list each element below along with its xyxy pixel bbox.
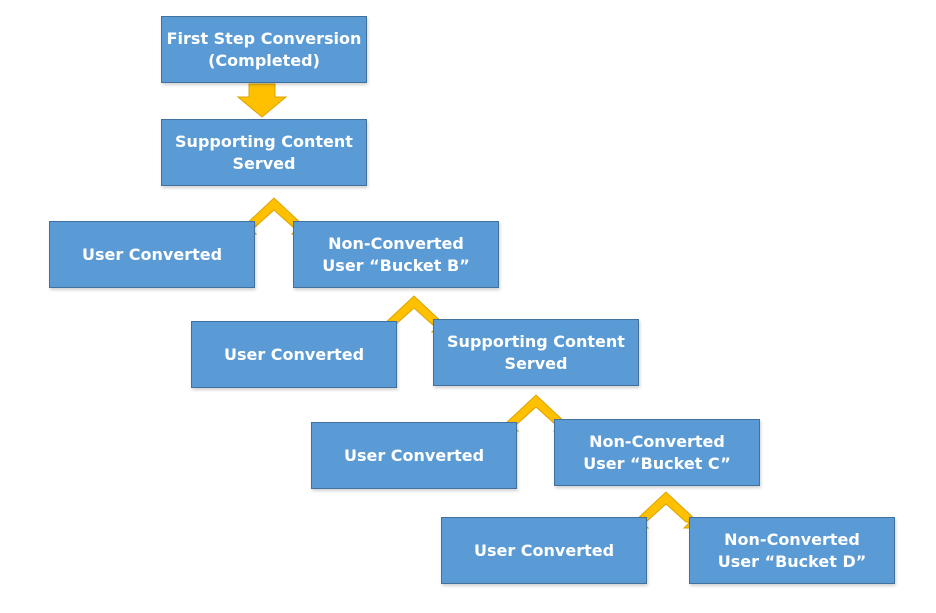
down-arrow xyxy=(236,83,288,118)
user-converted-3-label: User Converted xyxy=(343,445,485,465)
bucket-d-box: Non-Converted User “Bucket D” xyxy=(689,517,895,584)
user-converted-2-label: User Converted xyxy=(223,344,365,364)
first-step-line2: (Completed) xyxy=(208,50,320,70)
user-converted-4-label: User Converted xyxy=(473,540,615,560)
bucket-c-box: Non-Converted User “Bucket C” xyxy=(554,419,760,486)
bucket-c-line1: Non-Converted xyxy=(589,431,725,451)
first-step-conversion-box: First Step Conversion (Completed) xyxy=(161,16,367,83)
user-converted-1-label: User Converted xyxy=(81,244,223,264)
user-converted-box-4: User Converted xyxy=(441,517,647,584)
user-converted-box-3: User Converted xyxy=(311,422,517,489)
supporting-content-2-line2: Served xyxy=(504,353,568,373)
supporting-content-2-line1: Supporting Content xyxy=(447,331,625,351)
bucket-b-line2: User “Bucket B” xyxy=(322,255,470,275)
supporting-content-1-line2: Served xyxy=(232,153,296,173)
supporting-content-1-line1: Supporting Content xyxy=(175,131,353,151)
first-step-line1: First Step Conversion xyxy=(166,28,362,48)
bucket-b-line1: Non-Converted xyxy=(328,233,464,253)
user-converted-box-2: User Converted xyxy=(191,321,397,388)
bucket-b-box: Non-Converted User “Bucket B” xyxy=(293,221,499,288)
supporting-content-box-2: Supporting Content Served xyxy=(433,319,639,386)
supporting-content-box-1: Supporting Content Served xyxy=(161,119,367,186)
bucket-c-line2: User “Bucket C” xyxy=(583,453,731,473)
bucket-d-line1: Non-Converted xyxy=(724,529,860,549)
bucket-d-line2: User “Bucket D” xyxy=(717,551,867,571)
user-converted-box-1: User Converted xyxy=(49,221,255,288)
